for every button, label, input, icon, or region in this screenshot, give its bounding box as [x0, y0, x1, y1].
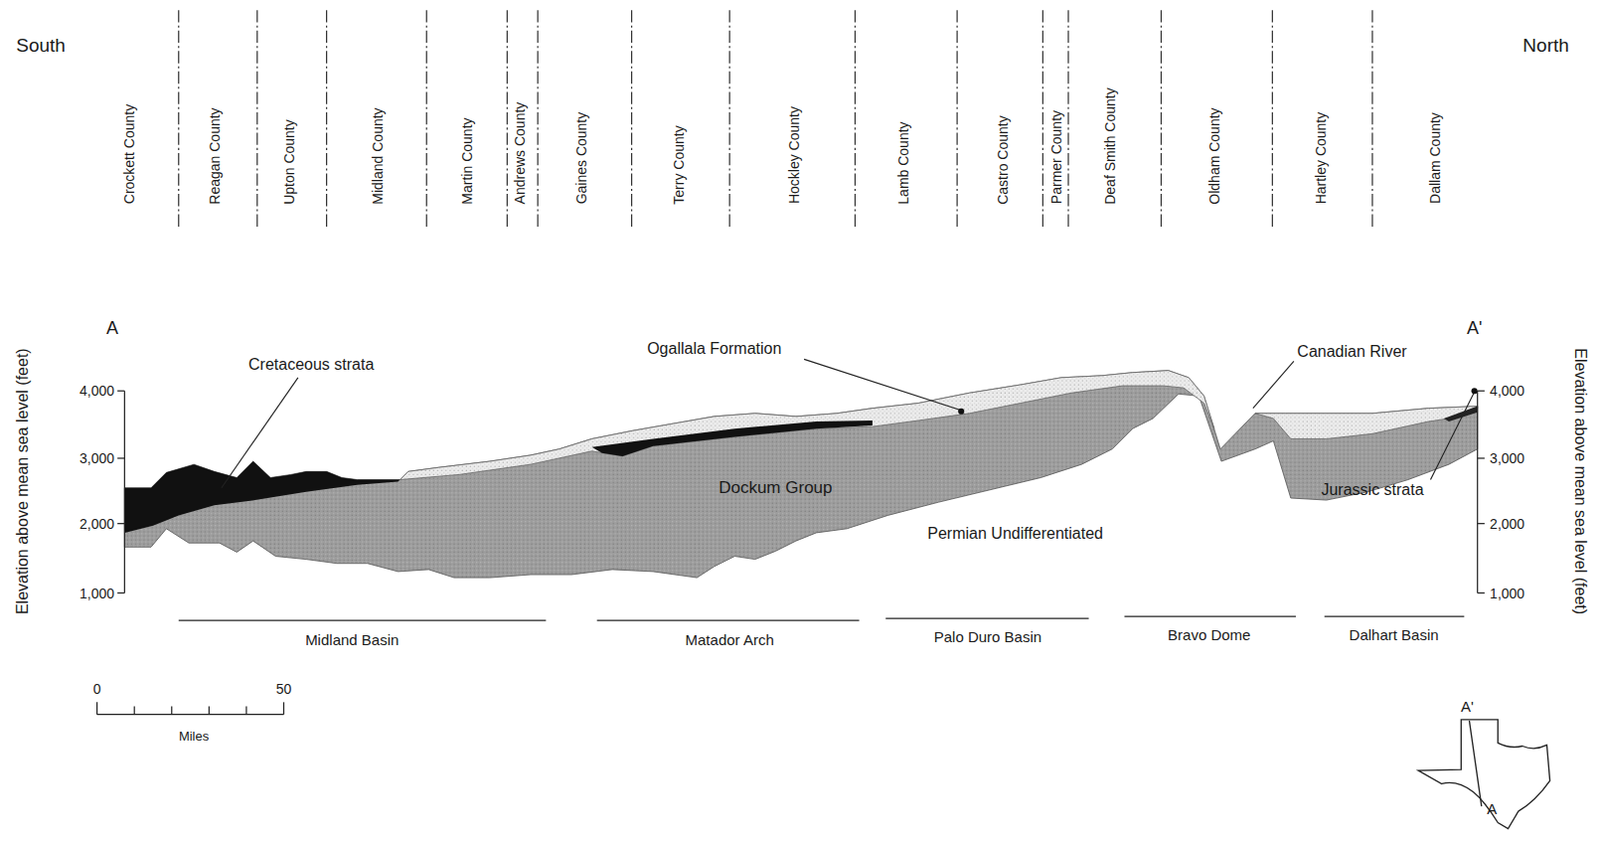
county-name: Terry County	[670, 125, 687, 204]
county-dividers	[178, 9, 1373, 227]
tick-label: 4,000	[79, 382, 115, 399]
basin-label: Bravo Dome	[1167, 626, 1251, 643]
elevation-axis	[117, 390, 1485, 593]
leader-lines	[221, 358, 1475, 487]
tick-label: 3,000	[79, 450, 115, 467]
axis-title: Elevation above mean sea level (feet)	[1570, 348, 1589, 616]
scale-number: 0	[93, 680, 102, 697]
county-name: Andrews County	[512, 102, 529, 205]
county-name: Martin County	[458, 117, 475, 204]
basin-label: Palo Duro Basin	[934, 628, 1042, 645]
county-name: Midland County	[369, 107, 386, 204]
section-end-label: A'	[1466, 318, 1482, 339]
basin-label: Midland Basin	[305, 631, 399, 648]
tick-label: 1,000	[79, 585, 115, 602]
county-name: Castro County	[993, 115, 1010, 204]
feature-label: Canadian River	[1296, 342, 1407, 361]
county-name: Dallam County	[1427, 113, 1443, 205]
scale-unit: Miles	[178, 729, 209, 745]
county-name: Hartley County	[1313, 112, 1330, 205]
county-name: Upton County	[281, 119, 298, 205]
tick-label: 4,000	[1489, 382, 1525, 399]
county-name: Deaf Smith County	[1102, 87, 1119, 205]
layer-label: Jurassic strata	[1320, 480, 1424, 499]
layer-label: Dockum Group	[718, 478, 832, 498]
direction-label: North	[1522, 34, 1569, 57]
county-name: Gaines County	[573, 112, 590, 205]
inset-label: A'	[1460, 697, 1474, 715]
tick-label: 3,000	[1489, 450, 1525, 467]
texas-outline	[1418, 719, 1550, 829]
dockum-layer	[124, 370, 1477, 578]
ogallala-layer	[1255, 406, 1478, 440]
basin-label: Matador Arch	[685, 631, 775, 648]
county-name: Lamb County	[895, 121, 912, 204]
direction-label: South	[15, 34, 66, 57]
leader-dot	[958, 408, 964, 415]
scale-bar	[97, 701, 285, 714]
leader-dot	[1471, 387, 1478, 394]
ogallala-layer	[400, 370, 1215, 480]
cretaceous-layer	[592, 420, 873, 457]
basin-label: Dalhart Basin	[1349, 626, 1440, 643]
tick-label: 2,000	[79, 515, 115, 532]
section-line	[1468, 720, 1481, 806]
county-name: Crockett County	[121, 104, 138, 204]
section-end-label: A	[106, 318, 119, 339]
county-name: Hockley County	[786, 106, 802, 204]
layer-label: Cretaceous strata	[248, 355, 374, 374]
county-name: Oldham County	[1206, 107, 1223, 204]
axis-title: Elevation above mean sea level (feet)	[12, 348, 31, 616]
county-name: Parmer County	[1048, 110, 1065, 204]
layer-label: Permian Undifferentiated	[927, 524, 1104, 543]
basin-lines	[178, 616, 1465, 621]
layer-label: Ogallala Formation	[646, 339, 782, 358]
tick-label: 2,000	[1489, 515, 1525, 532]
county-name: Reagan County	[206, 107, 223, 204]
inset-label: A	[1486, 800, 1497, 817]
cretaceous-layer	[124, 461, 400, 533]
scale-number: 50	[276, 680, 293, 697]
tick-label: 1,000	[1489, 585, 1525, 602]
